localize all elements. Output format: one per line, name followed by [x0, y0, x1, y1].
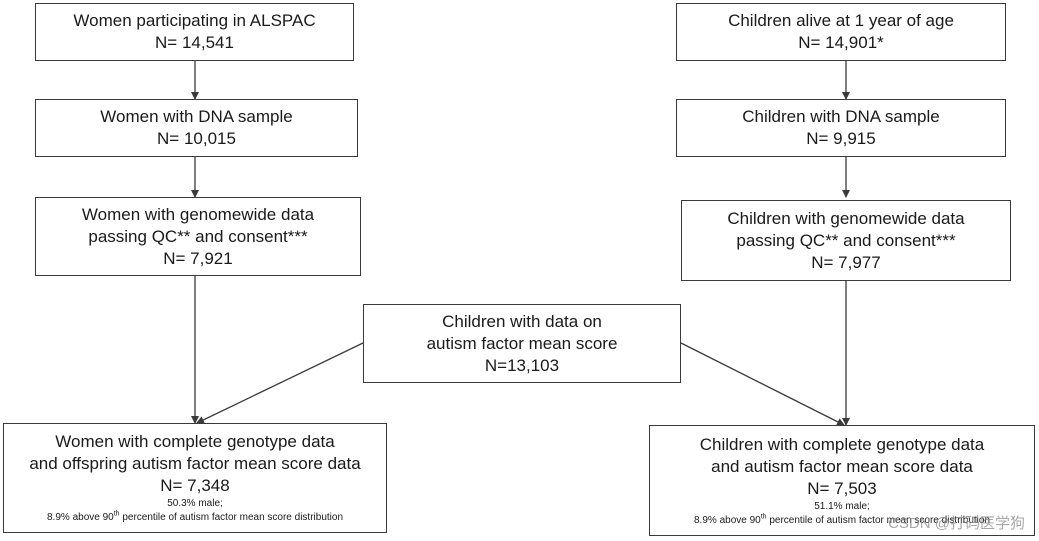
- right-box2-line2: N= 9,915: [806, 129, 876, 148]
- right-final-line2: and autism factor mean score data: [711, 456, 973, 476]
- right-box1-line1: Children alive at 1 year of age: [728, 11, 954, 30]
- left-final-note2: 8.9% above 90th percentile of autism fac…: [47, 510, 343, 523]
- right-box2-line1: Children with DNA sample: [742, 107, 940, 126]
- left-final-line1: Women with complete genotype data: [55, 432, 335, 451]
- center-line2: autism factor mean score: [426, 333, 618, 353]
- left-final-line2: and offspring autism factor mean score d…: [29, 454, 361, 473]
- left-box3-line2: passing QC** and consent***: [88, 226, 308, 246]
- left-box3-line1: Women with genomewide data: [81, 204, 315, 224]
- arrow-center-to-right-final: [680, 342, 845, 426]
- left-box2-line2: N= 10,015: [157, 129, 236, 148]
- right-box-children-alive: Children alive at 1 year of age N= 14,90…: [676, 3, 1006, 61]
- watermark: CSDN @打码医学狗: [888, 515, 1025, 532]
- right-final-note2: 8.9% above 90th percentile of autism fac…: [694, 513, 990, 526]
- left-box2-line1: Women with DNA sample: [100, 107, 293, 126]
- left-box-women-final: Women with complete genotype data and of…: [3, 423, 387, 533]
- left-box-women-genomewide: Women with genomewide data passing QC** …: [35, 197, 361, 276]
- right-box-children-dna: Children with DNA sample N= 9,915: [676, 99, 1006, 157]
- center-line3: N=13,103: [484, 355, 560, 375]
- right-box3-line2: passing QC** and consent***: [736, 230, 956, 250]
- right-final-note1: 51.1% male;: [814, 500, 870, 512]
- left-final-note1: 50.3% male;: [167, 498, 223, 509]
- left-box-women-dna: Women with DNA sample N= 10,015: [35, 99, 358, 157]
- arrow-center-to-left-final: [196, 342, 364, 424]
- right-box3-line3: N= 7,977: [811, 252, 881, 272]
- left-box-women-alspac: Women participating in ALSPAC N= 14,541: [35, 3, 354, 61]
- center-box-children-autism: Children with data on autism factor mean…: [363, 304, 681, 383]
- right-box-children-final: Children with complete genotype data and…: [649, 425, 1035, 536]
- right-box-children-genomewide: Children with genomewide data passing QC…: [681, 200, 1011, 281]
- right-final-line3: N= 7,503: [807, 478, 877, 498]
- center-line1: Children with data on: [442, 311, 602, 331]
- left-box1-line2: N= 14,541: [155, 33, 234, 52]
- right-final-line1: Children with complete genotype data: [699, 434, 985, 454]
- left-final-line3: N= 7,348: [160, 476, 230, 495]
- left-box3-line3: N= 7,921: [163, 248, 233, 268]
- right-box1-line2: N= 14,901*: [798, 33, 884, 52]
- left-box1-line1: Women participating in ALSPAC: [73, 11, 316, 30]
- right-box3-line1: Children with genomewide data: [727, 208, 965, 228]
